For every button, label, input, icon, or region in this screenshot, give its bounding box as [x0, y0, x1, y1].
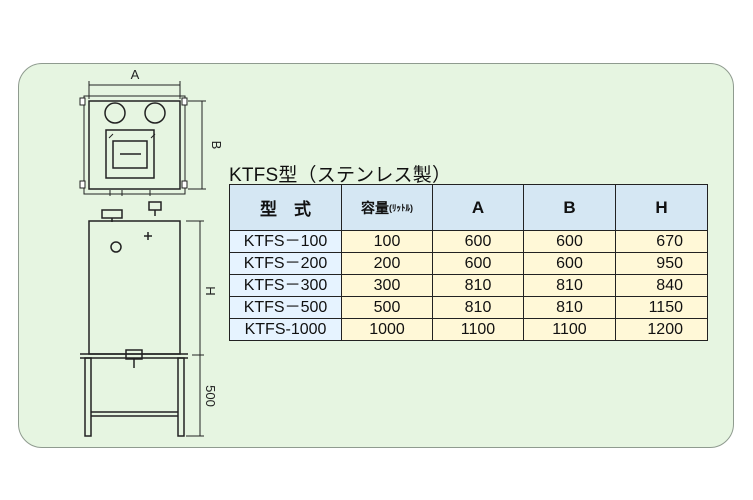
table-row: KTFS-1000 1000 1100 1100 1200 [229, 318, 708, 341]
capacity-cell: 100 [341, 230, 433, 253]
dimension-a [88, 81, 181, 99]
a-cell: 810 [432, 296, 524, 319]
b-cell: 1100 [523, 318, 616, 341]
capacity-cell: 500 [341, 296, 433, 319]
header-a: A [432, 184, 524, 231]
top-view [83, 95, 186, 196]
dimension-a-label: A [131, 67, 140, 82]
dimension-b-label: B [209, 141, 224, 150]
a-cell: 600 [432, 230, 524, 253]
h-cell: 670 [615, 230, 708, 253]
dimension-leg [186, 355, 204, 437]
h-cell: 840 [615, 274, 708, 297]
h-cell: 1150 [615, 296, 708, 319]
model-cell: KTFS-1000 [229, 318, 342, 341]
dimension-h [186, 220, 204, 356]
h-cell: 1200 [615, 318, 708, 341]
table-row: KTFS－300 300 810 810 840 [229, 274, 708, 297]
h-cell: 950 [615, 252, 708, 275]
table-title: KTFS型（ステンレス製） [229, 165, 452, 186]
dimension-b [188, 100, 206, 190]
a-cell: 600 [432, 252, 524, 275]
capacity-cell: 300 [341, 274, 433, 297]
capacity-cell: 200 [341, 252, 433, 275]
spec-table: 型 式 容量(ﾘｯﾄﾙ) A B H KTFS－100 100 600 600 … [229, 184, 708, 341]
dimension-h-label: H [203, 286, 218, 295]
model-cell: KTFS－200 [229, 252, 342, 275]
model-cell: KTFS－100 [229, 230, 342, 253]
a-cell: 810 [432, 274, 524, 297]
table-row: KTFS－100 100 600 600 670 [229, 230, 708, 253]
b-cell: 600 [523, 252, 616, 275]
b-cell: 600 [523, 230, 616, 253]
table-row: KTFS－200 200 600 600 950 [229, 252, 708, 275]
header-capacity-unit: (ﾘｯﾄﾙ) [389, 202, 413, 213]
a-cell: 1100 [432, 318, 524, 341]
table-row: KTFS－500 500 810 810 1150 [229, 296, 708, 319]
table-header-row: 型 式 容量(ﾘｯﾄﾙ) A B H [229, 184, 708, 231]
header-h: H [615, 184, 708, 231]
side-view [80, 201, 188, 437]
capacity-cell: 1000 [341, 318, 433, 341]
top-view-tabs [79, 97, 188, 189]
b-cell: 810 [523, 274, 616, 297]
header-capacity: 容量(ﾘｯﾄﾙ) [341, 184, 433, 231]
model-cell: KTFS－500 [229, 296, 342, 319]
header-model: 型 式 [229, 184, 342, 231]
header-capacity-label: 容量 [361, 199, 389, 216]
dimension-leg-label: 500 [203, 385, 218, 407]
model-cell: KTFS－300 [229, 274, 342, 297]
b-cell: 810 [523, 296, 616, 319]
header-b: B [523, 184, 616, 231]
